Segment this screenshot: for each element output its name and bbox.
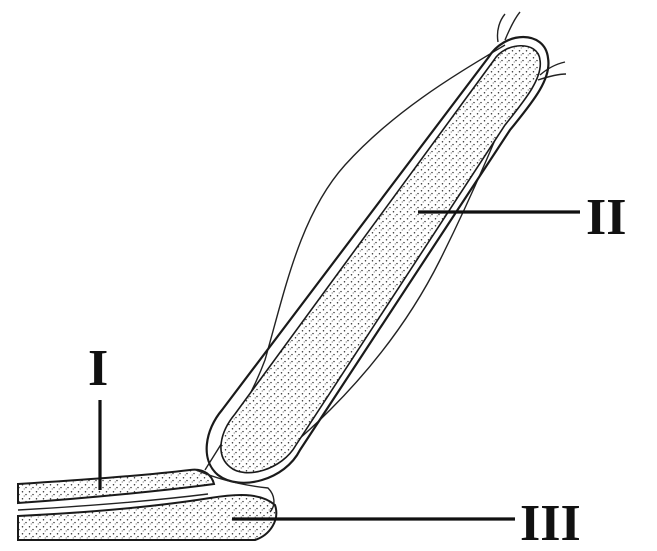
upper-bone-marrow <box>221 46 540 473</box>
lower-bones <box>18 470 276 540</box>
label-three: III <box>520 495 581 551</box>
labels: I II III <box>88 189 626 551</box>
label-one: I <box>88 340 108 397</box>
label-two: II <box>586 189 626 246</box>
